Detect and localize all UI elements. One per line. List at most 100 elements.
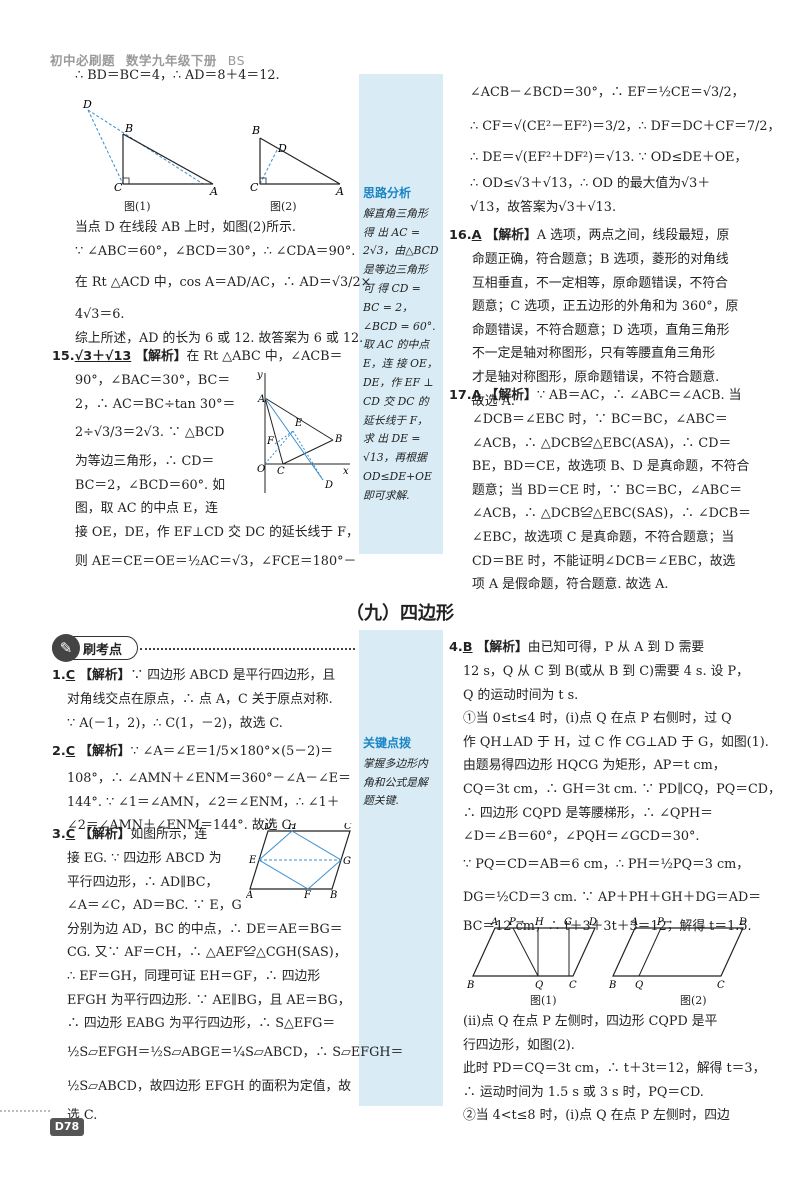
question-15-body: 90°，∠BAC＝30°，BC＝ 2，∴ AC＝BC÷tan 30°＝ 2÷√3… [75, 369, 359, 579]
figure-caption: 图(1) [124, 200, 151, 213]
note-line: 得 出 AC = [363, 225, 420, 239]
svg-text:D: D [277, 142, 287, 155]
text-line: BC＝2，∠BCD＝60°. 如 [75, 477, 225, 493]
figure-parallelogram: D H C E G A F B [246, 823, 352, 899]
svg-text:D: D [263, 823, 272, 832]
text-line: BE，BD＝CE，故选项 B、D 是真命题，不符合 [472, 459, 750, 475]
text-line: ∵ 四边形 ABCD 是平行四边形，且 [130, 668, 336, 683]
text-line: 则 AE＝CE＝OE＝½AC＝√3，∠FCE＝180°－ [75, 553, 357, 569]
text-line: ∠ACB，∴ △DCB≌△EBC(SAS)，∴ ∠DCB＝ [472, 506, 751, 522]
text-line: 不一定是轴对称图形，只有等腰直角三角形 [472, 346, 716, 362]
badge-label: 刷考点 [83, 643, 123, 658]
text-line: ①当 0≤t≤4 时，(i)点 Q 在点 P 右侧时，过 Q [463, 711, 732, 727]
svg-text:A: A [335, 185, 344, 198]
note-line: 是等边三角形 [363, 263, 428, 277]
text-line: 行四边形，如图(2). [463, 1037, 575, 1053]
text-line: ∵ ∠A＝∠E＝1/5×180°×(5－2)＝ [130, 744, 333, 759]
svg-text:C: C [569, 980, 577, 991]
svg-text:G: G [564, 917, 572, 928]
text-line: 144°. ∵ ∠1＝∠AMN，∠2＝∠ENM，∴ ∠1＋ [67, 794, 340, 810]
svg-text:B: B [334, 434, 342, 445]
page-number: D78 [50, 1118, 84, 1136]
right-top-text: ∠ACB－∠BCD＝30°，∴ EF＝½CE＝√3/2， ∴ CF＝√(CE²－… [470, 76, 780, 219]
text-line: (ii)点 Q 在点 P 左侧时，四边形 CQPD 是平 [463, 1014, 718, 1029]
svg-text:D: D [82, 98, 92, 111]
subject-name: 数学九年级下册 [125, 53, 217, 68]
answer: A [471, 228, 482, 243]
svg-text:A: A [257, 394, 265, 405]
svg-text:x: x [343, 466, 349, 477]
answer: B [462, 640, 473, 655]
figure-coordinate: A O C B E F D x y [256, 370, 350, 493]
question-17-body: ∠DCB＝∠EBC 时，∵ BC＝BC，∠ABC＝ ∠ACB，∴ △DCB≌△EB… [472, 408, 751, 597]
text-line: ∴ DE＝√(EF²＋DF²)＝√13. ∵ OD≤DE＋OE， [470, 150, 748, 165]
question-1-body: 对角线交点在原点，∴ 点 A，C 关于原点对称. ∵ A(－1，2)，∴ C(1… [67, 688, 333, 735]
text-line: 12 s，Q 从 C 到 B(或从 B 到 C)需要 4 s. 设 P， [463, 664, 749, 679]
text-line: 接 OE，DE，作 EF⊥CD 交 DC 的延长线于 F， [75, 524, 359, 540]
svg-text:C: C [114, 181, 123, 194]
left-top-text: ∴ BD＝BC＝4，∴ AD＝8＋4＝12. [75, 64, 280, 88]
text-line: ∴ 四边形 CQPD 是等腰梯形，∴ ∠QPH＝ [463, 805, 713, 821]
note-line: √13，再根据 [363, 451, 427, 465]
text-line: ∴ OD≤√3＋√13，∴ OD 的最大值为√3＋ [470, 176, 711, 191]
text-line: EFGH 为平行四边形. ∵ AE∥BG，且 AE＝BG， [67, 992, 351, 1008]
text-line: 图，取 AC 的中点 E，连 [75, 501, 218, 517]
answer: A [471, 388, 482, 403]
running-header: 初中必刷题 数学九年级下册 BS [50, 50, 245, 69]
text-line: 在 Rt △ACD 中，cos A＝AD/AC，∴ AD＝√3/2× [75, 275, 372, 291]
left-mid-text: 当点 D 在线段 AB 上时，如图(2)所示. ∵ ∠ABC＝60°，∠BCD＝… [75, 216, 371, 350]
question-number: 3. [52, 827, 66, 842]
analysis-label: 【解析】 [135, 349, 187, 364]
text-line: ½S▱ABCD，故四边形 EFGH 的面积为定值，故 [67, 1078, 352, 1094]
text-line: ∠ACB－∠BCD＝30°，∴ EF＝½CE＝√3/2， [470, 85, 745, 100]
svg-text:C: C [344, 823, 352, 832]
note-line: 取 AC 的中点 [363, 338, 430, 352]
text-line: 故选 A. [472, 393, 515, 409]
question-15: 15.√3＋√13 【解析】在 Rt △ABC 中，∠ACB＝ [52, 345, 342, 369]
svg-text:A: A [246, 890, 253, 899]
svg-text:F: F [266, 436, 275, 447]
text-line: 平行四边形，∴ AD∥BC， [67, 874, 219, 890]
text-line: ∠EBC，故选项 C 是真命题，不符合题意；当 [472, 529, 735, 545]
question-number: 1. [52, 668, 66, 683]
svg-text:F: F [303, 890, 312, 899]
text-line: 项 A 是假命题，符合题意. 故选 A. [472, 577, 669, 593]
question-number: 2. [52, 744, 66, 759]
question-4: 4.B 【解析】由已知可得，P 从 A 到 D 需要 [449, 636, 704, 660]
note-line: DE，作 EF ⊥ [363, 375, 434, 389]
text-line: ½S▱EFGH＝½S▱ABGE＝¼S▱ABCD，∴ S▱EFGH＝ [67, 1044, 404, 1060]
svg-text:D: D [324, 480, 333, 491]
note-line: 即可求解. [363, 488, 410, 502]
sidebar-note-key: 关键点拨 掌握多边形内角和公式是解题关键. [363, 734, 428, 811]
question-16-body: 命题正确，符合题意；B 选项，菱形的对角线互相垂直，不一定相等，原命题错误，不符… [472, 248, 738, 413]
text-line: ∵ AB＝AC，∴ ∠ABC＝∠ACB. 当 [536, 388, 742, 403]
svg-text:A: A [490, 917, 498, 928]
answer: C [65, 668, 76, 683]
analysis-label: 【解析】 [485, 228, 537, 243]
svg-text:D: D [738, 917, 747, 928]
text-line: ∠A＝∠C，AD＝BC. ∵ E，G [67, 898, 242, 914]
text-line: √13，故答案为√3＋√13. [470, 199, 617, 215]
text-line: 此时 PD＝CQ＝3t cm，∴ t＋3t＝12，解得 t＝3， [463, 1061, 766, 1077]
figure-trapezoids: A P→ H G D B Q C A P→ D B Q C [466, 917, 747, 991]
text-line: BC＝12 cm，∴ t＋3＋3t＋3＝12，解得 t＝1.5. [463, 918, 752, 934]
svg-text:B: B [124, 122, 133, 135]
note-line: BC = 2， [363, 300, 413, 314]
text-line: ∠ACB，∴ △DCB≌△EBC(ASA)，∴ CD＝ [472, 435, 732, 451]
text-line: ∵ ∠ABC＝60°，∠BCD＝30°，∴ ∠CDA＝90°. [75, 243, 356, 259]
text-line: ∴ CF＝√(CE²－EF²)＝3/2，∴ DF＝DC＋CF＝7/2， [470, 119, 781, 134]
note-line: 题关键. [363, 794, 399, 808]
note-heading: 关键点拨 [363, 736, 412, 750]
note-line: 2√3，由△BCD [363, 244, 439, 258]
note-line: 解直角三角形 [363, 206, 428, 220]
text-line: 互相垂直，不一定相等，原命题错误，不符合 [472, 275, 728, 291]
text-line: ∠DCB＝∠EBC 时，∵ BC＝BC，∠ABC＝ [472, 412, 728, 427]
text-line: 分别为边 AD，BC 的中点，∴ DE＝AE＝BG＝ [67, 921, 343, 937]
text-line: ∠D＝∠B＝60°，∠PQH＝∠GCD＝30°. [463, 829, 700, 845]
svg-text:P→: P→ [656, 917, 673, 928]
svg-text:Q: Q [535, 980, 543, 991]
text-line: 接 EG. ∵ 四边形 ABCD 为 [67, 851, 222, 866]
svg-text:E: E [294, 418, 303, 429]
svg-text:Q: Q [635, 980, 643, 991]
